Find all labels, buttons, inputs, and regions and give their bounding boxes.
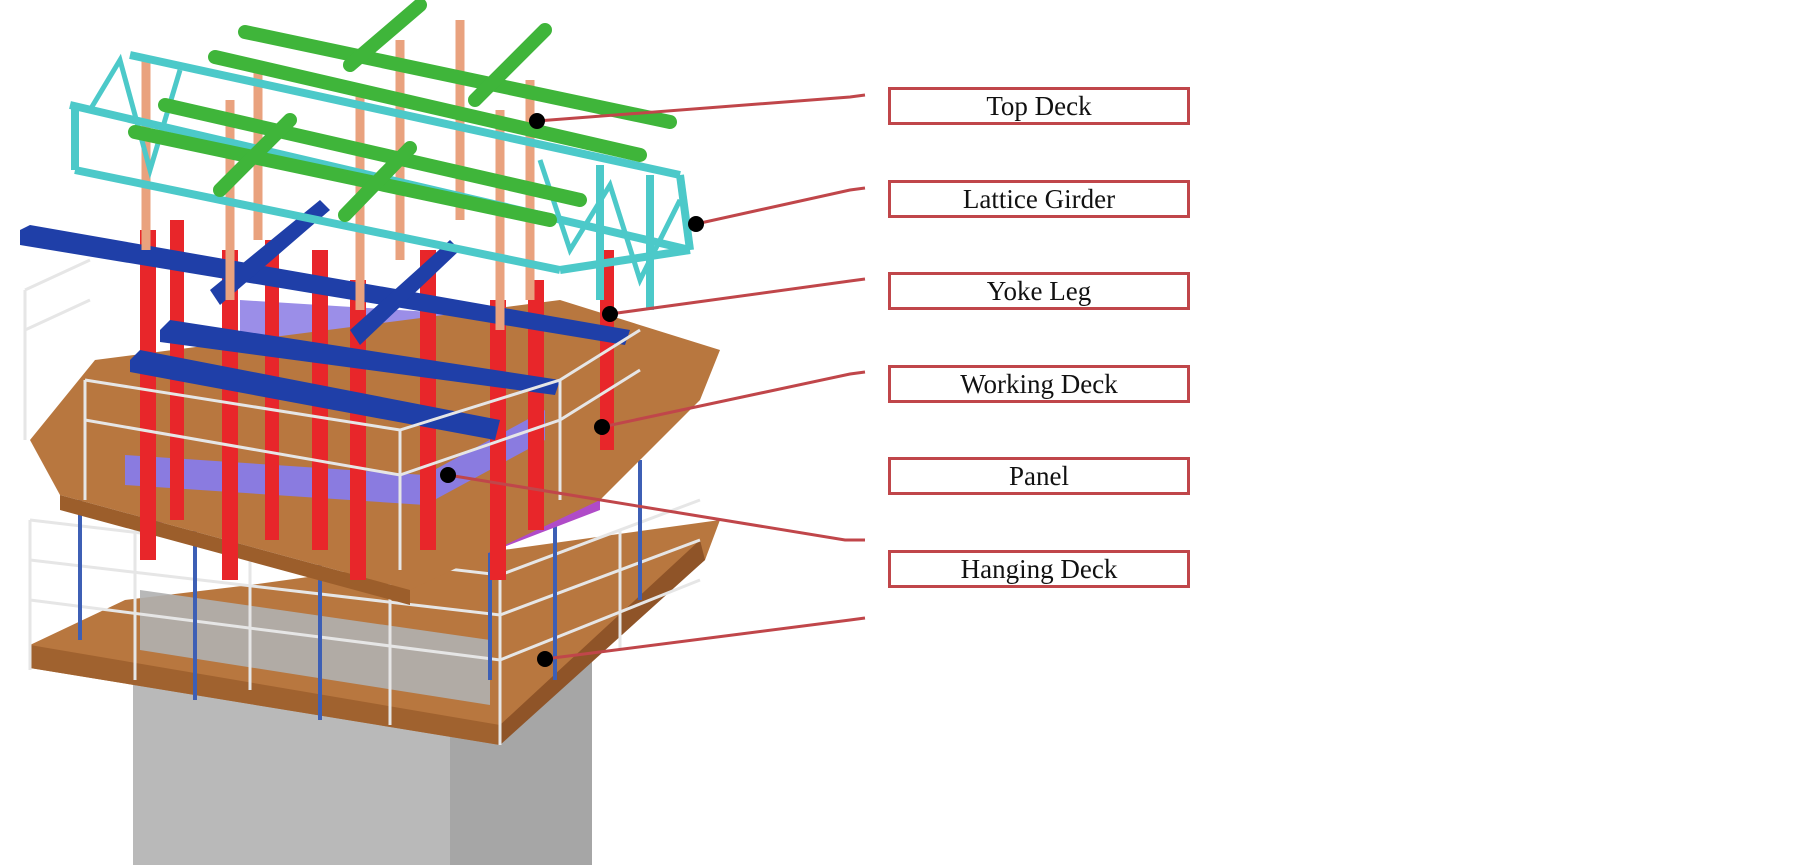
label-lattice-girder: Lattice Girder bbox=[888, 180, 1190, 218]
leader-lines bbox=[447, 93, 866, 661]
horizontal-beams bbox=[20, 200, 630, 440]
label-working-deck: Working Deck bbox=[888, 365, 1190, 403]
label-top-deck: Top Deck bbox=[888, 87, 1190, 125]
anchor-dots bbox=[440, 113, 704, 667]
working-railing bbox=[23, 258, 641, 570]
top-deck-shape bbox=[128, 0, 677, 227]
label-panel: Panel bbox=[888, 457, 1190, 495]
hanging-deck-shape bbox=[30, 520, 720, 745]
label-yoke-leg: Yoke Leg bbox=[888, 272, 1190, 310]
label-hanging-deck: Hanging Deck bbox=[888, 550, 1190, 588]
